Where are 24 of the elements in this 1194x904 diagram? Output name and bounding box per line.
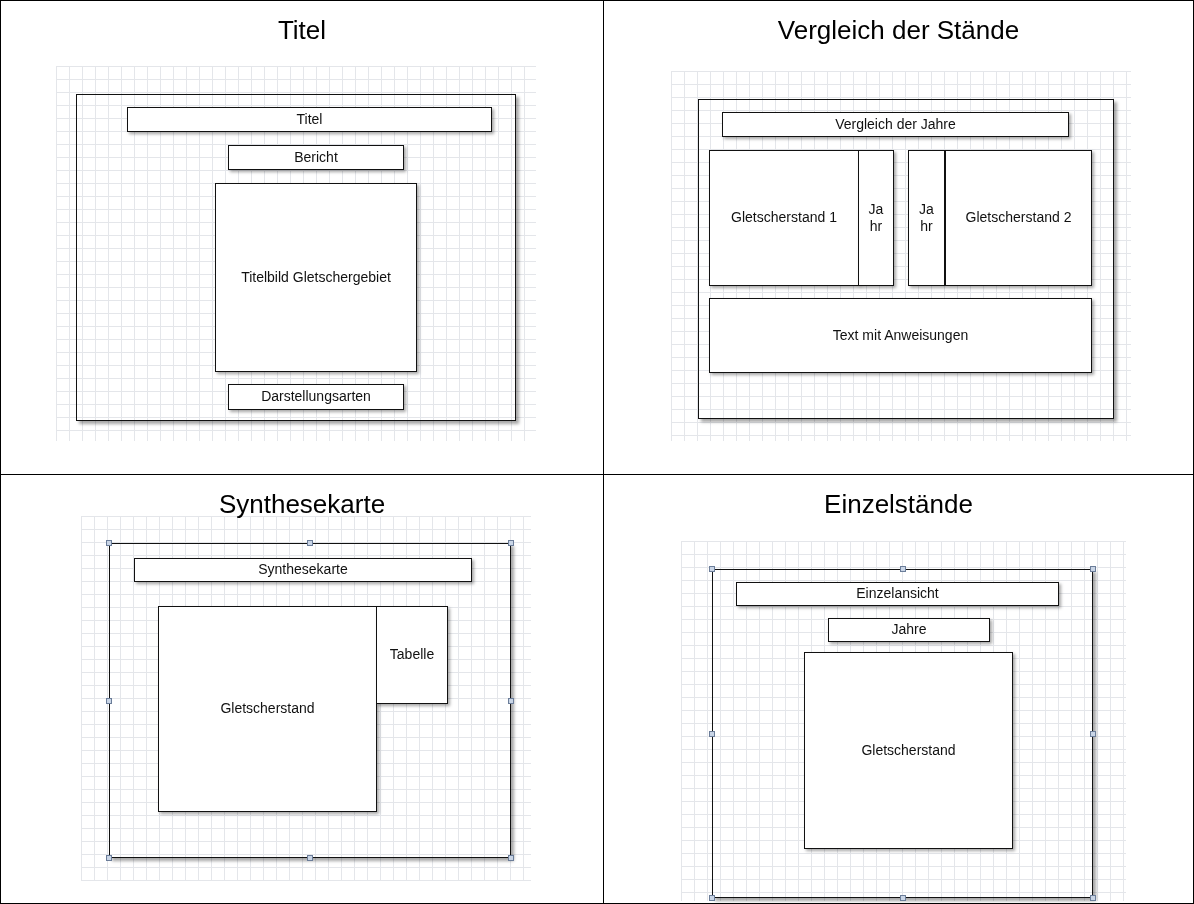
placeholder-box: Text mit Anweisungen	[709, 298, 1092, 373]
placeholder-box: Gletscherstand 2	[945, 150, 1092, 286]
placeholder-box: Vergleich der Jahre	[722, 112, 1069, 137]
wireframe-panel	[603, 0, 1194, 475]
panel-heading: Vergleich der Stände	[777, 15, 1020, 46]
wireframe-panel	[0, 474, 604, 904]
placeholder-box: Bericht	[228, 145, 404, 170]
placeholder-box: Jahr	[908, 150, 945, 286]
wireframe-panel	[0, 0, 604, 475]
placeholder-box: Tabelle	[376, 606, 448, 704]
wireframe-panel	[603, 474, 1194, 904]
placeholder-box: Gletscherstand	[158, 606, 377, 812]
placeholder-box: Jahr	[858, 150, 894, 286]
placeholder-box: Jahre	[828, 618, 990, 642]
panel-heading: Synthesekarte	[218, 489, 386, 520]
placeholder-box: Synthesekarte	[134, 558, 472, 582]
placeholder-box: Darstellungsarten	[228, 384, 404, 410]
placeholder-box: Gletscherstand 1	[709, 150, 859, 286]
panel-heading: Einzelstände	[824, 489, 973, 520]
panel-heading: Titel	[277, 15, 327, 46]
placeholder-box: Titel	[127, 107, 492, 132]
placeholder-box: Gletscherstand	[804, 652, 1013, 849]
placeholder-box: Titelbild Gletschergebiet	[215, 183, 417, 372]
placeholder-box: Einzelansicht	[736, 582, 1059, 606]
